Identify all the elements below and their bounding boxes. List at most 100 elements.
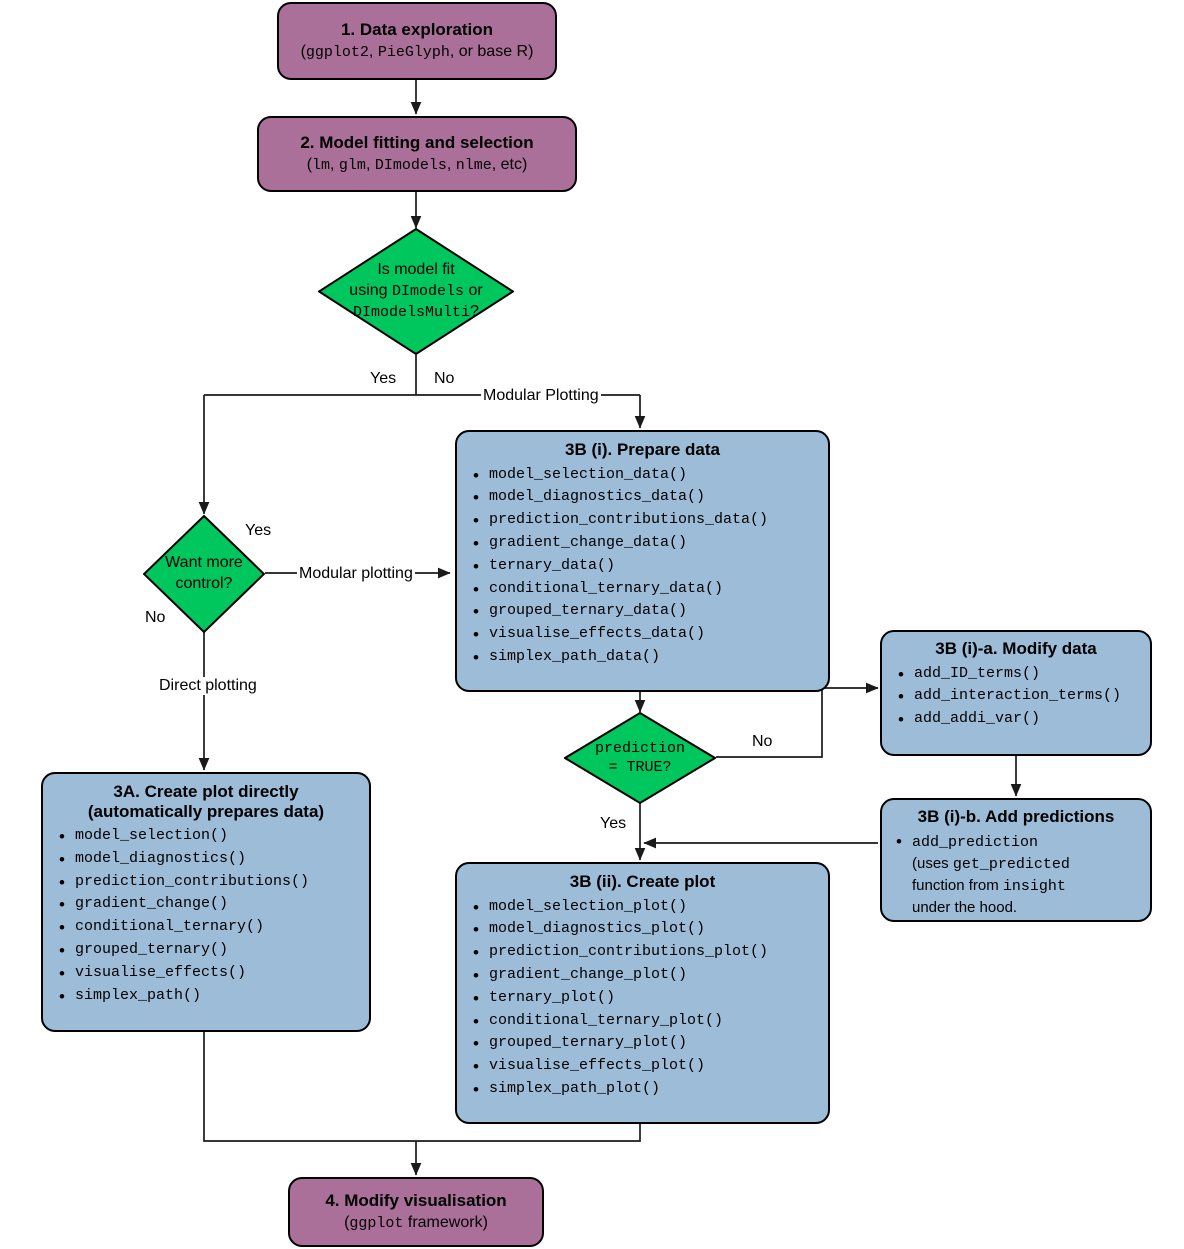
step2-sub-sep2: , xyxy=(365,155,375,173)
list-item: add_addi_var() xyxy=(898,707,1144,732)
step4-sub-tail: framework) xyxy=(403,1213,488,1231)
decision2-text: Want more control? xyxy=(143,515,265,633)
step3bib-mono1: add_prediction xyxy=(912,833,1039,851)
list-item: simplex_path_data() xyxy=(473,645,822,671)
decision3-shape xyxy=(564,712,716,804)
step3bia-title: 3B (i)-a. Modify data xyxy=(935,639,1097,658)
step4-subtitle: (ggplot framework) xyxy=(290,1213,542,1233)
node-decision-want-more-control[interactable]: Want more control? xyxy=(143,515,265,633)
list-item: model_selection() xyxy=(59,824,363,850)
step2-sub-mono2: glm xyxy=(338,156,366,174)
step3bii-function-list: model_selection_plot() model_diagnostics… xyxy=(457,895,828,1103)
list-item: ternary_plot() xyxy=(473,986,822,1012)
decision2-line1: Want more xyxy=(165,554,243,572)
step3bi-title: 3B (i). Prepare data xyxy=(565,440,720,459)
list-item: gradient_change() xyxy=(59,892,363,918)
list-item: model_diagnostics() xyxy=(59,847,363,873)
list-item: model_selection_data() xyxy=(473,463,822,489)
step4-sub-mono1: ggplot xyxy=(349,1214,404,1232)
node-step1-data-exploration[interactable]: 1. Data exploration (ggplot2, PieGlyph, … xyxy=(277,2,557,80)
decision1-line2-post: or xyxy=(464,282,483,300)
list-item: grouped_ternary() xyxy=(59,938,363,964)
node-step2-model-fitting[interactable]: 2. Model fitting and selection (lm, glm,… xyxy=(257,116,577,192)
label-decision2-no: No xyxy=(143,609,168,627)
label-direct-plotting: Direct plotting xyxy=(157,677,259,695)
list-item: grouped_ternary_data() xyxy=(473,599,822,625)
step3a-title-line1: 3A. Create plot directly xyxy=(113,782,299,801)
step3bib-title: 3B (i)-b. Add predictions xyxy=(917,807,1115,826)
step3a-function-list: model_selection() model_diagnostics() pr… xyxy=(43,824,369,1010)
decision3-line2: = TRUE? xyxy=(608,759,672,776)
decision1-line3: DImodelsMulti? xyxy=(349,302,482,323)
label-decision2-yes: Yes xyxy=(243,522,274,540)
decision1-line1: Is model fit xyxy=(377,261,455,279)
list-item: prediction_contributions_plot() xyxy=(473,940,822,966)
decision2-line2: control? xyxy=(175,575,233,592)
decision1-line3-mono: DImodelsMulti xyxy=(353,303,471,321)
node-step4-modify-visualisation[interactable]: 4. Modify visualisation (ggplot framewor… xyxy=(288,1177,544,1247)
step3bib-text3: under the hood. xyxy=(912,899,1018,917)
step2-title: 2. Model fitting and selection xyxy=(300,133,534,153)
step2-sub-open: ( xyxy=(306,155,313,173)
list-item: visualise_effects() xyxy=(59,961,363,987)
decision1-line2-pre: using xyxy=(349,282,392,300)
list-item: add_prediction (uses get_predicted funct… xyxy=(896,830,1144,919)
step2-sub-sep3: , xyxy=(446,155,456,173)
list-item: conditional_ternary_plot() xyxy=(473,1009,822,1035)
step4-sub-open: ( xyxy=(344,1213,350,1231)
step1-title: 1. Data exploration xyxy=(340,20,494,40)
decision2-shape xyxy=(143,515,265,633)
node-step3bi-prepare-data[interactable]: 3B (i). Prepare data model_selection_dat… xyxy=(455,430,830,692)
decision1-line3-post: ? xyxy=(470,302,479,320)
list-item: gradient_change_data() xyxy=(473,531,822,557)
step3bib-function-list: add_prediction (uses get_predicted funct… xyxy=(882,830,1150,919)
step4-title: 4. Modify visualisation xyxy=(325,1191,507,1211)
step2-sub-sep1: , xyxy=(330,155,339,173)
list-item: ternary_data() xyxy=(473,554,822,580)
step3bib-mono2: get_predicted xyxy=(952,855,1070,873)
list-item: model_diagnostics_plot() xyxy=(473,917,822,943)
list-item: conditional_ternary() xyxy=(59,915,363,941)
step3a-title-line2: (automatically prepares data) xyxy=(87,801,325,821)
step1-sub-mono2: PieGlyph xyxy=(377,43,450,61)
list-item: add_ID_terms() xyxy=(898,662,1144,687)
decision3-text: prediction = TRUE? xyxy=(564,712,716,804)
list-item: simplex_path_plot() xyxy=(473,1077,822,1103)
step1-sub-mono1: ggplot2 xyxy=(305,43,369,61)
step3bib-text2: function from xyxy=(912,877,1003,895)
list-item: simplex_path() xyxy=(59,984,363,1010)
decision3-line1: prediction xyxy=(594,739,685,757)
step2-sub-mono1: lm xyxy=(312,156,331,174)
label-decision3-yes: Yes xyxy=(598,815,629,833)
step2-sub-tail: , etc) xyxy=(491,155,528,173)
label-modular-plotting: Modular plotting xyxy=(297,565,415,583)
label-decision3-no: No xyxy=(750,733,775,751)
node-step3bia-modify-data[interactable]: 3B (i)-a. Modify data add_ID_terms() add… xyxy=(880,630,1152,756)
step3bia-function-list: add_ID_terms() add_interaction_terms() a… xyxy=(882,662,1150,732)
node-step3bib-add-predictions[interactable]: 3B (i)-b. Add predictions add_prediction… xyxy=(880,798,1152,922)
node-step3a-create-plot-directly[interactable]: 3A. Create plot directly (automatically … xyxy=(41,772,371,1032)
step2-sub-mono4: nlme xyxy=(455,156,492,174)
list-item: model_diagnostics_data() xyxy=(473,485,822,511)
node-decision-prediction-true[interactable]: prediction = TRUE? xyxy=(564,712,716,804)
label-decision1-no: No xyxy=(432,370,457,388)
list-item: grouped_ternary_plot() xyxy=(473,1031,822,1057)
step3bi-function-list: model_selection_data() model_diagnostics… xyxy=(457,463,828,671)
decision1-line2: using DImodels or xyxy=(349,281,482,302)
list-item: prediction_contributions_data() xyxy=(473,508,822,534)
edge-decision3-no xyxy=(716,682,879,758)
step1-subtitle: (ggplot2, PieGlyph, or base R) xyxy=(279,42,555,62)
list-item: gradient_change_plot() xyxy=(473,963,822,989)
step1-sub-open: ( xyxy=(300,42,306,60)
step2-sub-mono3: DImodels xyxy=(374,156,447,174)
step3bib-mono3: insight xyxy=(1002,878,1066,896)
step1-sub-sep1: , xyxy=(368,42,378,60)
step3bii-title: 3B (ii). Create plot xyxy=(569,872,716,891)
decision1-text: Is model fit using DImodels or DImodelsM… xyxy=(318,228,514,355)
decision1-line2-mono: DImodels xyxy=(392,283,465,301)
node-step3bii-create-plot[interactable]: 3B (ii). Create plot model_selection_plo… xyxy=(455,862,830,1124)
node-decision-model-fit[interactable]: Is model fit using DImodels or DImodelsM… xyxy=(318,228,514,355)
list-item: visualise_effects_data() xyxy=(473,622,822,648)
list-item: conditional_ternary_data() xyxy=(473,577,822,603)
